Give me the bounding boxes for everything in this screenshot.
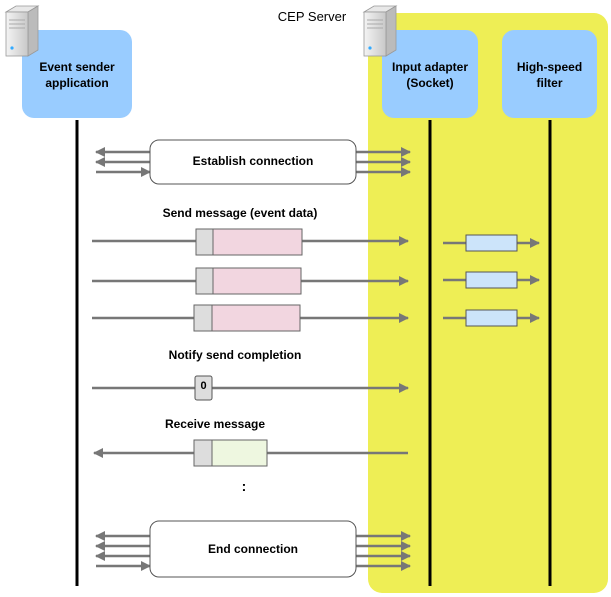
filter-label: High-speed filter — [502, 59, 597, 91]
establish-connection-box — [149, 139, 357, 185]
filter-label-line2: filter — [536, 76, 563, 90]
notify-send-completion-label: Notify send completion — [168, 348, 302, 362]
sender-label: Event sender application — [22, 59, 132, 91]
sender-box — [22, 30, 132, 118]
cep-server-title: CEP Server — [277, 9, 347, 24]
establish-connection-label: Establish connection — [192, 154, 314, 168]
filter-label-line1: High-speed — [516, 60, 583, 74]
event-message — [195, 267, 302, 295]
adapter-label-line2: (Socket) — [406, 76, 454, 90]
event-message — [193, 304, 301, 332]
adapter-label: Input adapter (Socket) — [382, 59, 478, 91]
adapter-box — [382, 30, 478, 118]
filter-box — [502, 30, 597, 118]
notify-value: 0 — [200, 380, 207, 392]
event-message — [195, 228, 303, 256]
cep-server-region — [368, 13, 608, 593]
send-message-label: Send message (event data) — [162, 206, 318, 220]
sender-label-line2: application — [45, 76, 109, 90]
filter-event — [465, 309, 518, 327]
receive-message-label: Receive message — [164, 417, 266, 431]
received-message — [193, 439, 268, 467]
notify-box — [194, 375, 213, 401]
establish-arrows — [95, 147, 411, 177]
end-connection-box — [149, 520, 357, 578]
sender-label-line1: Event sender — [39, 60, 115, 74]
filter-event — [465, 271, 518, 289]
filter-event — [465, 234, 518, 252]
server-icon — [4, 5, 40, 57]
adapter-label-line1: Input adapter — [391, 60, 468, 74]
ellipsis: : — [241, 478, 247, 494]
server-icon — [362, 5, 398, 57]
end-arrows — [95, 531, 411, 571]
end-connection-label: End connection — [208, 542, 298, 556]
